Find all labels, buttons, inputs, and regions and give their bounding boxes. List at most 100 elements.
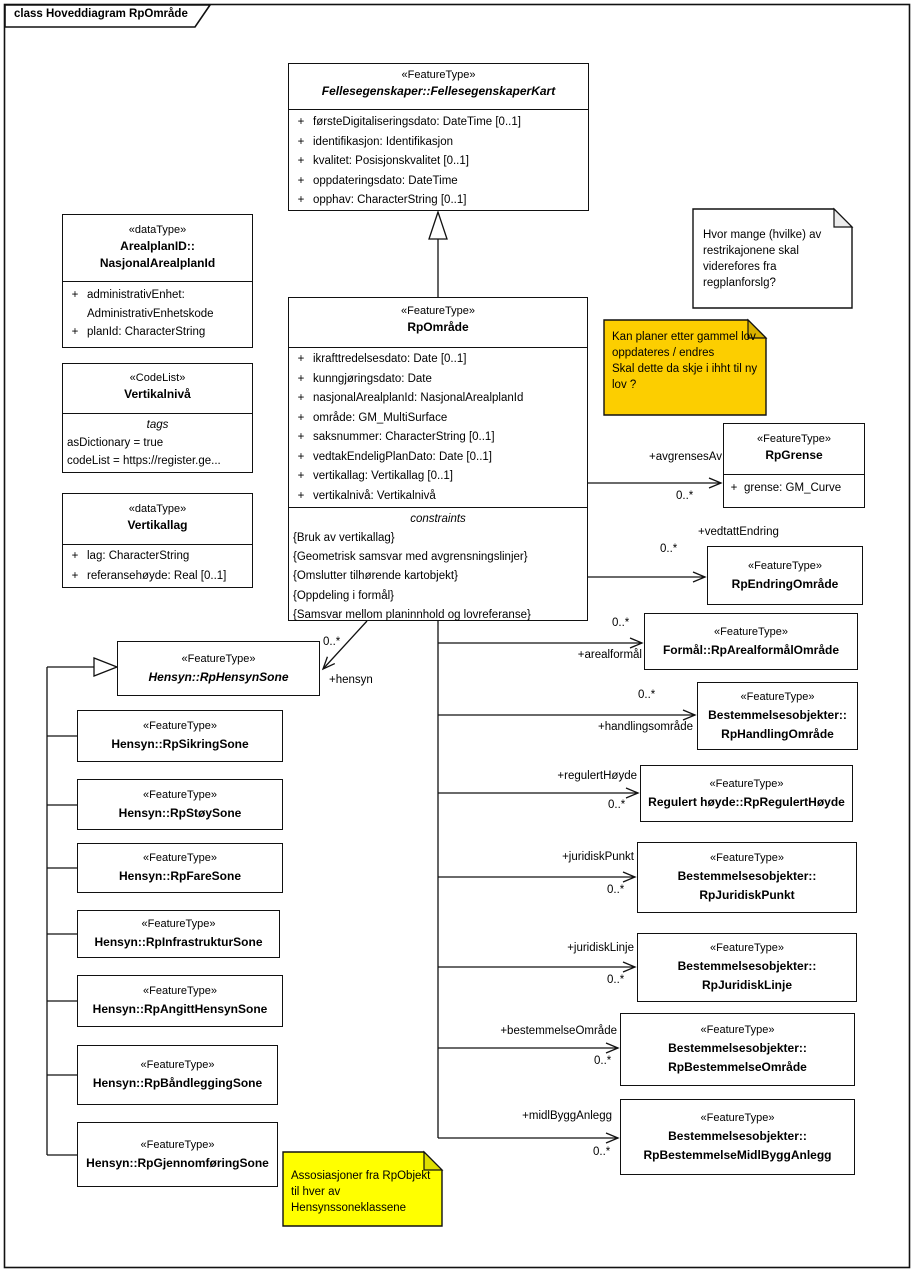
class-vertikalniva[interactable]: «CodeList» Vertikalnivå tags asDictionar…	[62, 363, 253, 473]
class-name: Bestemmelsesobjekter::	[677, 869, 817, 883]
class-name: Hensyn::RpInfrastrukturSone	[94, 935, 263, 949]
class-name: RpGrense	[765, 448, 823, 462]
stereotype: «FeatureType»	[140, 1059, 215, 1071]
note-shape-restriksjoner[interactable]	[692, 207, 854, 309]
constraint: {Samsvar mellom planinnhold og lovrefera…	[293, 608, 531, 621]
class-name: RpHandlingOmråde	[721, 726, 834, 741]
class-name: NasjonalArealplanId	[99, 256, 216, 270]
mult-juridisklinje: 0..*	[607, 974, 625, 986]
note-kanplaner-text: Kan planer etter gammel lov oppdateres /…	[604, 320, 766, 415]
diagram-title: class Hoveddiagram RpOmråde	[14, 8, 188, 20]
class-rpstoysone[interactable]: «FeatureType» Hensyn::RpStøySone	[77, 779, 283, 830]
attribute: +ikrafttredelsesdato: Date [0..1]	[297, 353, 467, 365]
class-rpjuridisklinje[interactable]: «FeatureType» Bestemmelsesobjekter:: RpJ…	[637, 933, 857, 1002]
stereotype: «FeatureType»	[710, 942, 784, 954]
class-nasjonalarealplanid[interactable]: «dataType» ArealplanID:: NasjonalArealpl…	[62, 214, 253, 348]
class-rpbestemmelseomrade[interactable]: «FeatureType» Bestemmelsesobjekter:: RpB…	[620, 1013, 855, 1086]
role-juridiskpunkt: +juridiskPunkt	[562, 851, 634, 863]
role-avgrensesav: +avgrensesAv	[649, 451, 722, 463]
class-name: ArealplanID::	[120, 239, 195, 253]
tagged-value: asDictionary = true	[67, 437, 164, 449]
stereotype: «FeatureType»	[709, 777, 784, 790]
class-name: Vertikallag	[127, 518, 188, 532]
note-shape-assosiasjoner[interactable]	[282, 1150, 444, 1227]
class-rpendringomrade[interactable]: «FeatureType» RpEndringOmråde	[707, 546, 863, 605]
mult-regulerthoyde: 0..*	[608, 799, 626, 811]
mult-handlingsomrade: 0..*	[638, 689, 656, 701]
attribute: +lag: CharacterString	[71, 550, 190, 562]
class-name: Hensyn::RpStøySone	[118, 805, 242, 820]
class-rpbandleggingsone[interactable]: «FeatureType» Hensyn::RpBåndleggingSone	[77, 1045, 278, 1105]
stereotype: «FeatureType»	[143, 852, 217, 864]
note-line: Skal dette da skje i ihht til ny lov ?	[612, 363, 758, 391]
mult-midlbygganlegg: 0..*	[593, 1146, 611, 1158]
class-name: RpEndringOmråde	[731, 576, 839, 591]
constraint: {Geometrisk samsvar med avgrensningslinj…	[293, 551, 528, 564]
stereotype: «FeatureType»	[401, 305, 475, 317]
class-rpinfrastruktursone[interactable]: «FeatureType» Hensyn::RpInfrastrukturSon…	[77, 910, 280, 958]
stereotype: «FeatureType»	[141, 918, 216, 930]
stereotype: «FeatureType»	[748, 559, 822, 572]
class-name: RpJuridiskPunkt	[699, 888, 795, 902]
class-name: RpOmråde	[407, 320, 469, 334]
class-name: Bestemmelsesobjekter::	[668, 1128, 807, 1143]
association-hensyn	[321, 620, 368, 671]
class-rphensynsone[interactable]: «FeatureType» Hensyn::RpHensynSone	[117, 641, 320, 696]
tags-title: tags	[146, 419, 169, 431]
tagged-value: codeList = https://register.ge...	[67, 454, 221, 467]
mult-vedtattendring: 0..*	[660, 543, 678, 555]
mult-juridiskpunkt: 0..*	[607, 884, 625, 896]
class-name: Regulert høyde::RpRegulertHøyde	[648, 794, 845, 809]
generalization-rpomrade-felles	[428, 209, 448, 297]
class-rpfaresone[interactable]: «FeatureType» Hensyn::RpFareSone	[77, 843, 283, 893]
class-rparealformalomrade[interactable]: «FeatureType» Formål::RpArealformålOmråd…	[644, 613, 858, 670]
class-rpsikringsone[interactable]: «FeatureType» Hensyn::RpSikringSone	[77, 710, 283, 762]
stereotype: «CodeList»	[129, 372, 186, 384]
stereotype: «FeatureType»	[143, 720, 217, 732]
constraint: {Bruk av vertikallag}	[293, 532, 395, 544]
class-rpangitthensynsone[interactable]: «FeatureType» Hensyn::RpAngittHensynSone	[77, 975, 283, 1027]
role-vedtattendring: +vedtattEndring	[698, 526, 779, 538]
class-rpgjennomforingsone[interactable]: «FeatureType» Hensyn::RpGjennomføringSon…	[77, 1122, 278, 1187]
class-name: RpJuridiskLinje	[701, 978, 793, 992]
class-name: Fellesegenskaper::FellesegenskaperKart	[321, 84, 556, 98]
attribute: +planId: CharacterString	[71, 326, 206, 338]
note-line: Kan planer etter gammel lov oppdateres /…	[612, 331, 756, 359]
stereotype: «FeatureType»	[700, 1111, 775, 1124]
mult-hensyn: 0..*	[323, 636, 341, 648]
stereotype: «FeatureType»	[140, 1138, 215, 1151]
stereotype: «FeatureType»	[401, 69, 476, 81]
attribute: +område: GM_MultiSurface	[297, 411, 448, 424]
stereotype: «FeatureType»	[700, 1024, 775, 1036]
role-hensyn: +hensyn	[329, 674, 373, 686]
class-rphandlingomrade[interactable]: «FeatureType» Bestemmelsesobjekter:: RpH…	[697, 682, 858, 750]
attribute: +vertikallag: Vertikallag [0..1]	[297, 470, 453, 482]
role-regulerthoyde: +regulertHøyde	[557, 770, 637, 782]
mult-avgrensesav: 0..*	[676, 490, 694, 502]
class-rpgrense[interactable]: «FeatureType» RpGrense +grense: GM_Curve	[723, 423, 865, 508]
class-rpomrade[interactable]: «FeatureType» RpOmråde +ikrafttredelsesd…	[288, 297, 588, 621]
attribute: +førsteDigitaliseringsdato: DateTime [0.…	[297, 116, 521, 128]
attribute: +referansehøyde: Real [0..1]	[71, 569, 227, 582]
stereotype: «FeatureType»	[181, 652, 256, 665]
role-handlingsomrade: +handlingsområde	[598, 721, 693, 733]
diagram-frame	[3, 3, 911, 1269]
generalization-hensyn-tree	[46, 657, 119, 1156]
note-shape-kanplaner[interactable]	[603, 318, 768, 416]
attribute: +identifikasjon: Identifikasjon	[297, 135, 453, 148]
class-name: Hensyn::RpSikringSone	[111, 737, 249, 751]
class-rpregulerthoyde[interactable]: «FeatureType» Regulert høyde::RpRegulert…	[640, 765, 853, 822]
constraints-title: constraints	[410, 513, 466, 525]
attribute: +grense: GM_Curve	[730, 482, 842, 494]
stereotype: «dataType»	[128, 503, 187, 515]
class-rpjuridiskpunkt[interactable]: «FeatureType» Bestemmelsesobjekter:: RpJ…	[637, 842, 857, 913]
class-vertikallag[interactable]: «dataType» Vertikallag +lag: CharacterSt…	[62, 493, 253, 588]
stereotype: «FeatureType»	[143, 788, 217, 801]
role-bestemmelseomrade: +bestemmelseOmråde	[500, 1025, 617, 1037]
class-name: Bestemmelsesobjekter::	[708, 707, 847, 722]
class-fellesegenskaperkart[interactable]: «FeatureType» Fellesegenskaper::Felleseg…	[288, 63, 589, 211]
attribute: +opphav: CharacterString [0..1]	[297, 194, 467, 206]
constraint: {Oppdeling i formål}	[293, 589, 395, 602]
class-rpbestemmelsemidlbygganlegg[interactable]: «FeatureType» Bestemmelsesobjekter:: RpB…	[620, 1099, 855, 1175]
